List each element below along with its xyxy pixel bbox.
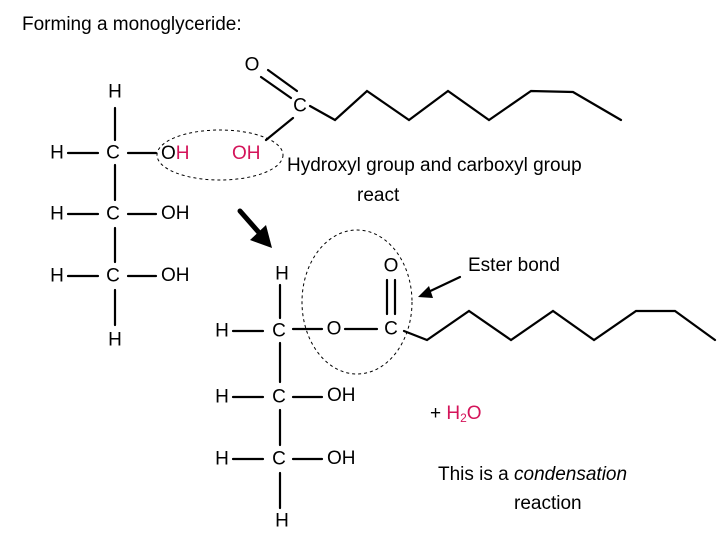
glycerol-reacting-hydrogen: H bbox=[175, 143, 190, 164]
glycerol-reacting-oxygen: O bbox=[161, 143, 176, 164]
glycerol-atom-c-1: C bbox=[106, 142, 120, 164]
condensation-caption-line1: This is a condensation bbox=[438, 465, 627, 484]
product-atom-h-1: H bbox=[215, 320, 229, 342]
ester-link-ellipse bbox=[301, 229, 413, 375]
glycerol-atom-c-3: C bbox=[106, 265, 120, 287]
ester-carbonyl-oxygen: O bbox=[383, 255, 399, 277]
acid-carbonyl-oxygen: O bbox=[244, 54, 260, 76]
ester-bond-pointer-head bbox=[418, 286, 433, 298]
glycerol-atom-c-2: C bbox=[106, 203, 120, 225]
acid-reacting-hydroxyl: OH bbox=[232, 143, 261, 164]
condensation-caption-line2: reaction bbox=[514, 493, 582, 514]
plus-sign: + bbox=[430, 403, 447, 424]
condensation-prefix: This is a bbox=[438, 464, 515, 485]
product-atom-c-3: C bbox=[272, 448, 286, 470]
product-atom-h-3: H bbox=[215, 448, 229, 470]
product-atom-h-top: H bbox=[275, 263, 289, 285]
water-oxygen: O bbox=[466, 403, 482, 424]
product-atom-c-1: C bbox=[272, 320, 286, 342]
condensation-word: condensation bbox=[514, 464, 628, 485]
ester-carbon: C bbox=[384, 318, 398, 340]
acid-carboxyl-carbon: C bbox=[293, 95, 307, 117]
product-hydroxyl-3: OH bbox=[327, 448, 356, 469]
glycerol-hydroxyl-2: OH bbox=[161, 203, 190, 224]
reacting-groups-caption-line2: react bbox=[357, 185, 400, 206]
acid-double-bond-a bbox=[259, 75, 293, 100]
glycerol-reacting-hydroxyl: OH bbox=[161, 144, 190, 163]
page-title: Forming a monoglyceride: bbox=[22, 14, 242, 35]
product-hydrocarbon-chain bbox=[402, 309, 717, 342]
water-product: + H2O bbox=[430, 404, 482, 424]
acid-hydrocarbon-chain bbox=[308, 89, 623, 122]
ester-oxygen: O bbox=[326, 318, 342, 340]
reacting-groups-ellipse bbox=[156, 129, 284, 181]
product-atom-h-2: H bbox=[215, 386, 229, 408]
product-atom-c-2: C bbox=[272, 386, 286, 408]
reacting-groups-caption-line1: Hydroxyl group and carboxyl group bbox=[287, 155, 582, 176]
water-subscript: 2 bbox=[460, 411, 467, 425]
water-hydrogen: H bbox=[446, 403, 461, 424]
glycerol-atom-h-top: H bbox=[108, 81, 122, 103]
glycerol-hydroxyl-3: OH bbox=[161, 265, 190, 286]
glycerol-atom-h-bottom: H bbox=[108, 329, 122, 351]
product-atom-h-bottom: H bbox=[275, 510, 289, 532]
product-hydroxyl-2: OH bbox=[327, 385, 356, 406]
glycerol-atom-h-3: H bbox=[50, 265, 64, 287]
acid-bond-c-oh bbox=[264, 116, 295, 142]
reaction-arrow bbox=[237, 208, 272, 248]
glycerol-atom-h-1: H bbox=[50, 142, 64, 164]
glycerol-atom-h-2: H bbox=[50, 203, 64, 225]
ester-bond-label: Ester bond bbox=[468, 255, 560, 276]
acid-double-bond-b bbox=[266, 68, 299, 93]
